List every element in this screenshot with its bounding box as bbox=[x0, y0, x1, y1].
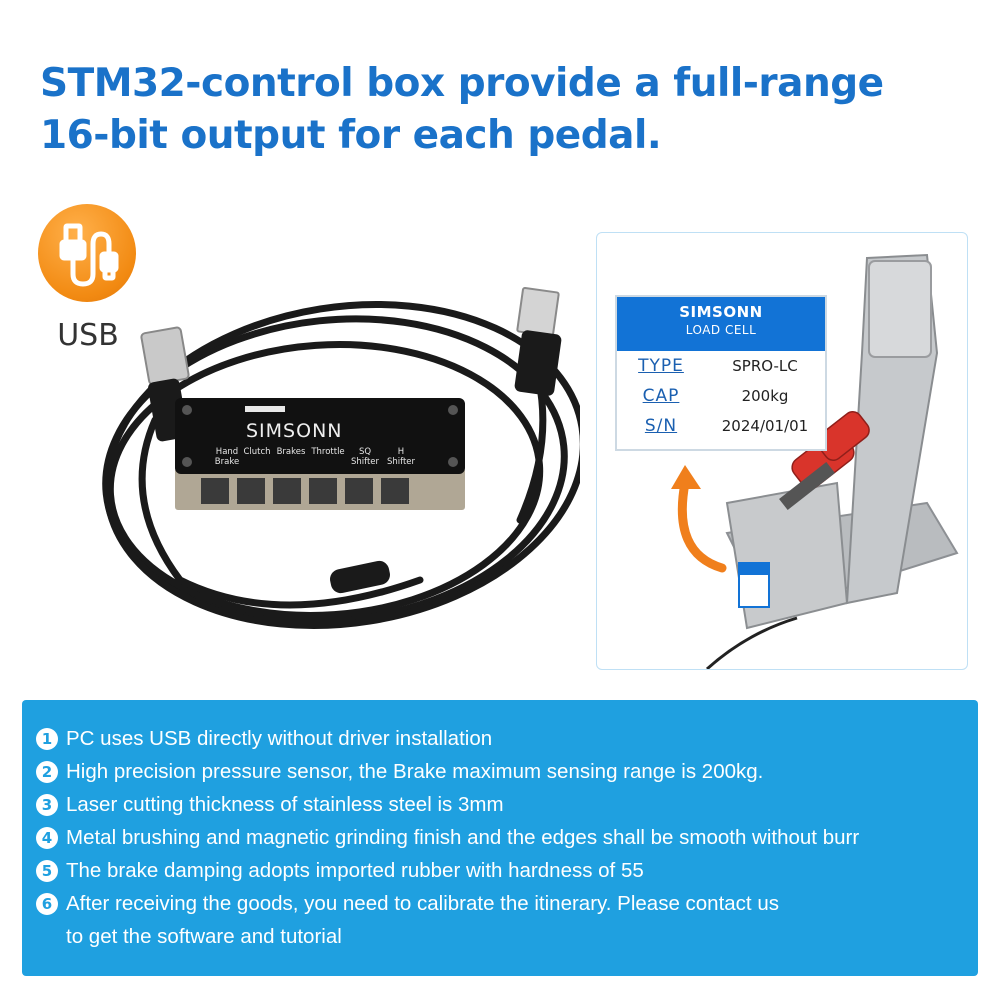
number-badge-icon: 5 bbox=[36, 860, 58, 882]
feature-item: 1 PC uses USB directly without driver in… bbox=[36, 722, 859, 755]
feature-text: Laser cutting thickness of stainless ste… bbox=[66, 793, 504, 816]
feature-item: 4 Metal brushing and magnetic grinding f… bbox=[36, 821, 859, 854]
feature-item: 5 The brake damping adopts imported rubb… bbox=[36, 854, 859, 887]
feature-text: High precision pressure sensor, the Brak… bbox=[66, 760, 764, 783]
feature-text: The brake damping adopts imported rubber… bbox=[66, 859, 644, 882]
control-box-brand: SIMSONN bbox=[246, 420, 343, 442]
usb-a-plug bbox=[514, 286, 562, 396]
load-cell-row: CAP 200kg bbox=[617, 381, 825, 411]
load-cell-row: TYPE SPRO-LC bbox=[617, 351, 825, 381]
feature-list: 1 PC uses USB directly without driver in… bbox=[36, 722, 859, 953]
feature-text: Metal brushing and magnetic grinding fin… bbox=[66, 826, 860, 849]
load-cell-value: 2024/01/01 bbox=[721, 417, 809, 435]
usb-cable-icon bbox=[59, 223, 119, 287]
feature-text: PC uses USB directly without driver inst… bbox=[66, 727, 493, 750]
features-panel: 1 PC uses USB directly without driver in… bbox=[22, 700, 978, 976]
load-cell-subtitle: LOAD CELL bbox=[685, 323, 757, 337]
port-label: Throttle bbox=[311, 447, 345, 457]
load-cell-key: S/N bbox=[644, 416, 678, 436]
number-badge-icon: 2 bbox=[36, 761, 58, 783]
feature-item: 2 High precision pressure sensor, the Br… bbox=[36, 755, 859, 788]
number-badge-icon: 4 bbox=[36, 827, 58, 849]
port-label: Clutch bbox=[243, 447, 271, 457]
load-cell-key: TYPE bbox=[638, 356, 684, 376]
load-cell-row: S/N 2024/01/01 bbox=[617, 411, 825, 441]
load-cell-value: SPRO-LC bbox=[732, 357, 798, 375]
load-cell-label-header: SIMSONN LOAD CELL bbox=[617, 297, 825, 351]
number-badge-icon: 6 bbox=[36, 893, 58, 915]
feature-text: After receiving the goods, you need to c… bbox=[66, 892, 779, 948]
headline-line-1: STM32-control box provide a full-range bbox=[40, 61, 884, 106]
number-badge-icon: 3 bbox=[36, 794, 58, 816]
pedal-photo-panel: SIMSONN LOAD CELL TYPE SPRO-LC CAP 200kg… bbox=[596, 232, 968, 670]
load-cell-key: CAP bbox=[642, 386, 680, 406]
usb-badge bbox=[38, 204, 136, 302]
usb-label: USB bbox=[57, 318, 119, 353]
control-box bbox=[175, 398, 465, 510]
feature-item: 3 Laser cutting thickness of stainless s… bbox=[36, 788, 859, 821]
load-cell-brand: SIMSONN bbox=[679, 303, 763, 321]
port-label: Brakes bbox=[276, 447, 306, 457]
headline: STM32-control box provide a full-range 1… bbox=[40, 58, 970, 162]
headline-line-2: 16-bit output for each pedal. bbox=[40, 113, 662, 158]
load-cell-label-card: SIMSONN LOAD CELL TYPE SPRO-LC CAP 200kg… bbox=[615, 295, 827, 451]
pedal-illustration bbox=[671, 253, 959, 669]
load-cell-value: 200kg bbox=[741, 387, 789, 405]
number-badge-icon: 1 bbox=[36, 728, 58, 750]
feature-item: 6 After receiving the goods, you need to… bbox=[36, 887, 859, 953]
